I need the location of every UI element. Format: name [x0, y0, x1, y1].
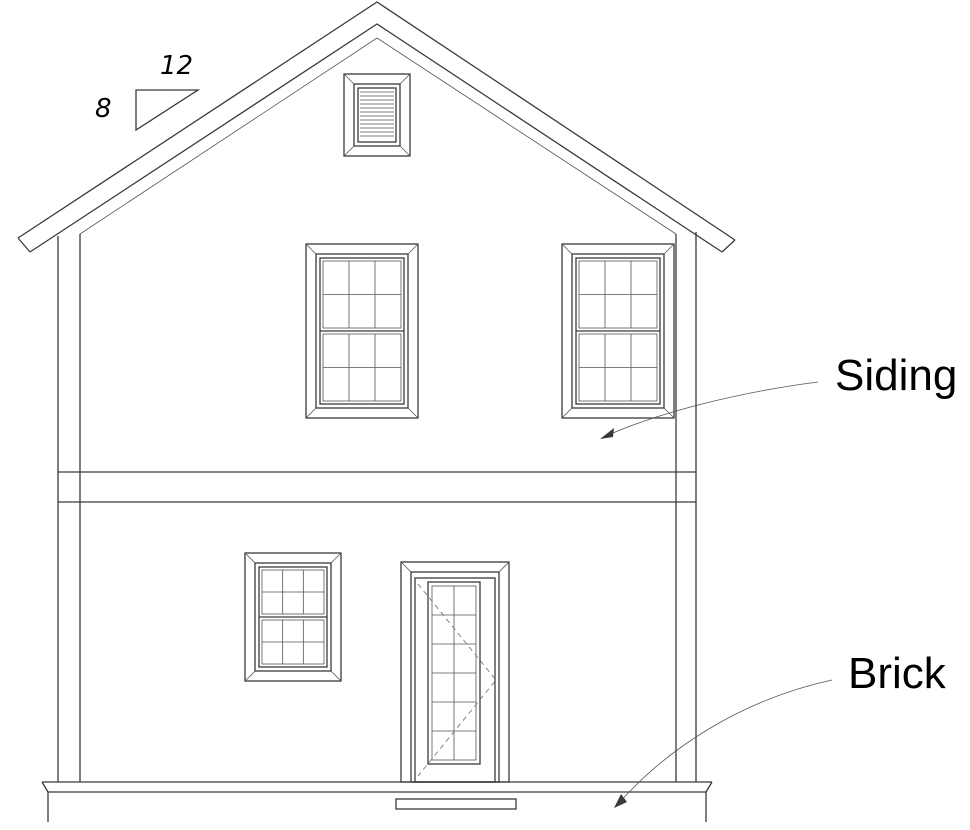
walls [57, 232, 697, 782]
lower-left-window [244, 552, 342, 682]
pitch-rise-label: 8 [95, 94, 112, 124]
door-swing-indicator [417, 583, 497, 777]
brick-leader [614, 679, 833, 808]
roof [17, 1, 736, 253]
roof-pitch-symbol: 8 12 [95, 51, 201, 132]
foundation-vent [395, 798, 517, 810]
siding-leader [600, 381, 819, 439]
brick-label: Brick [848, 649, 947, 698]
windows [244, 243, 675, 682]
door-glass-panel [427, 581, 481, 765]
rear-door [400, 561, 510, 783]
upper-left-window [305, 243, 419, 419]
brick-foundation [41, 781, 713, 822]
siding-label: Siding [835, 351, 957, 400]
pitch-run-label: 12 [160, 51, 193, 81]
upper-right-window [561, 243, 675, 419]
gable-vent [343, 73, 411, 157]
